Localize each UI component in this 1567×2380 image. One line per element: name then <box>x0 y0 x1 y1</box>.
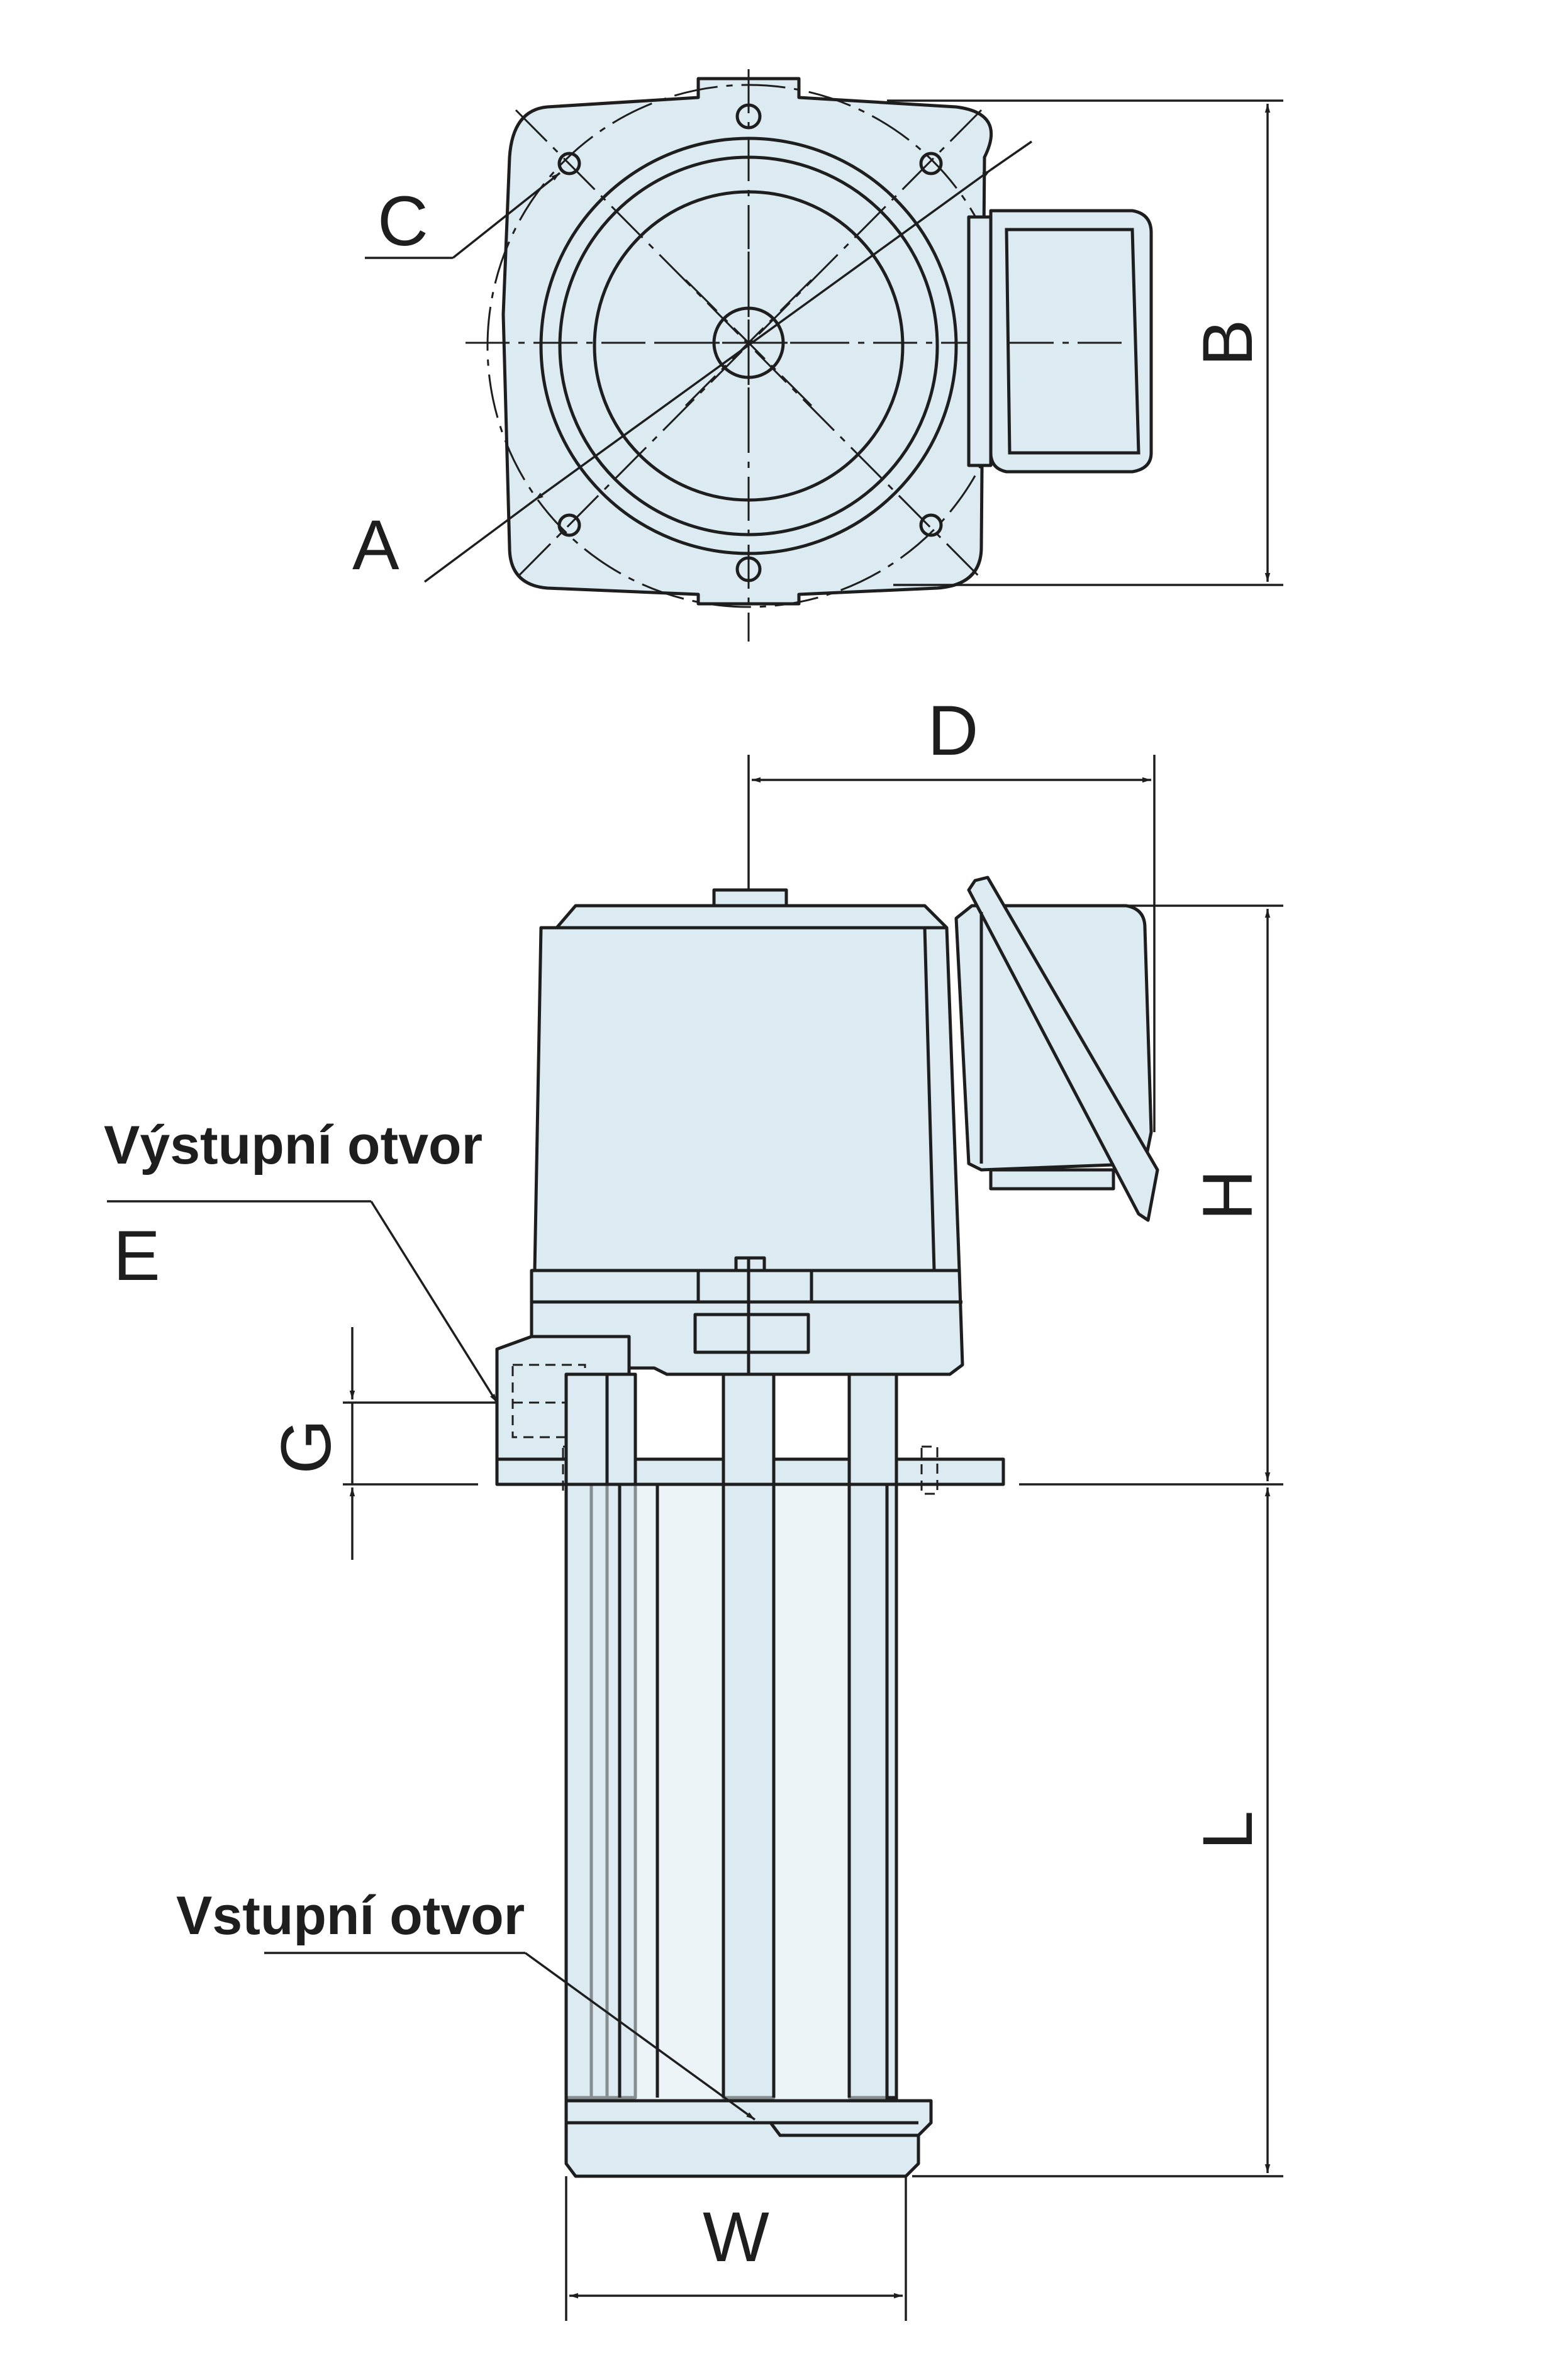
terminal-cover <box>967 876 1159 1222</box>
inlet-label: Vstupní otvor <box>176 1886 525 1946</box>
dim-label-L: L <box>1188 1811 1267 1850</box>
top-view: A C B <box>352 69 1283 642</box>
terminal-box <box>989 209 1153 474</box>
terminal-box-top <box>967 215 993 467</box>
suction-housing <box>564 2099 933 2178</box>
bolt-hole-br <box>919 513 943 537</box>
dim-label-B: B <box>1188 320 1267 367</box>
dim-label-H: H <box>1188 1170 1267 1221</box>
dim-label-G: G <box>267 1419 345 1474</box>
side-view: D <box>104 691 1283 2321</box>
motor-housing <box>533 904 961 1272</box>
dim-label-E: E <box>113 1216 160 1295</box>
bolt-hole-bl <box>557 513 581 537</box>
shaft-cap <box>712 888 788 908</box>
pump-tube <box>564 1482 889 2103</box>
dim-label-A: A <box>352 506 399 584</box>
coupling <box>693 1313 810 1354</box>
dim-label-D: D <box>928 691 979 770</box>
outlet-label: Výstupní otvor <box>104 1115 482 1176</box>
dim-label-C: C <box>377 182 428 260</box>
dim-label-W: W <box>703 2198 769 2276</box>
